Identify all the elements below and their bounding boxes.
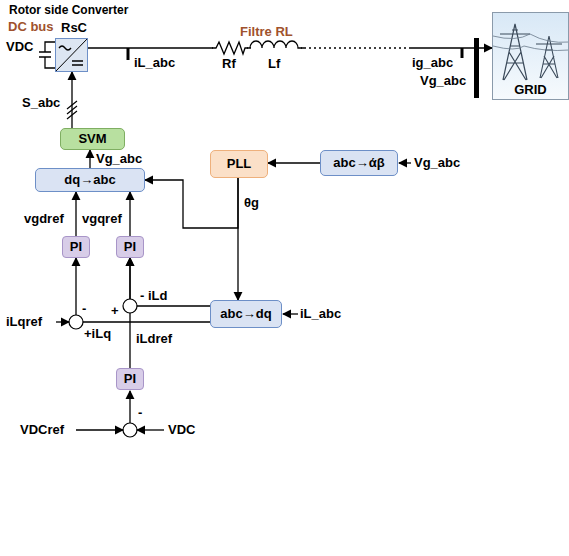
line-mask bbox=[304, 46, 410, 50]
block-title: abc→dq bbox=[220, 307, 271, 321]
signal-connector bbox=[237, 178, 238, 300]
current-probe bbox=[127, 48, 130, 60]
signal-connector bbox=[130, 258, 210, 306]
block-title: PI bbox=[124, 372, 136, 386]
transform-block: dq→abc bbox=[35, 168, 145, 192]
input-arrow bbox=[56, 321, 69, 322]
svm-block: SVM bbox=[60, 128, 125, 150]
signal-connector bbox=[75, 192, 76, 236]
converter-fill bbox=[55, 38, 88, 72]
sign-label: θg bbox=[244, 196, 259, 210]
signal-connector bbox=[129, 192, 130, 236]
input-arrow bbox=[399, 162, 411, 163]
input-arrow bbox=[137, 429, 164, 430]
resistor-mask bbox=[213, 41, 247, 55]
pi-controller: PI bbox=[116, 368, 144, 390]
dotted-line bbox=[304, 47, 410, 48]
signal-label: Vg_abc bbox=[96, 152, 142, 166]
current-probe bbox=[461, 48, 464, 58]
transform-block: abc→άβ bbox=[320, 150, 398, 176]
signal-label: iL_abc bbox=[134, 56, 175, 70]
sign-label: Lf bbox=[268, 57, 280, 71]
grid-sky bbox=[493, 13, 569, 99]
resistor-symbol bbox=[212, 42, 248, 54]
grid-box: GRID bbox=[492, 12, 569, 100]
dc-symbol bbox=[72, 61, 83, 65]
signal-label: VDC bbox=[6, 40, 33, 54]
signal-connector bbox=[268, 162, 320, 163]
block-title: PI bbox=[124, 240, 136, 254]
sum-junction bbox=[69, 315, 83, 329]
signal-label: Filtre RL bbox=[240, 25, 293, 39]
sum-junction bbox=[123, 423, 137, 437]
sign-label: Rf bbox=[222, 57, 236, 71]
inductor-mask bbox=[251, 38, 301, 50]
sum-junction bbox=[123, 299, 137, 313]
signal-connector bbox=[76, 258, 210, 322]
signal-label: VDCref bbox=[20, 423, 64, 437]
voltage-probe bbox=[474, 38, 479, 98]
pll-block: PLL bbox=[210, 150, 268, 178]
pylon bbox=[500, 24, 530, 80]
pi-controller: PI bbox=[62, 236, 90, 258]
signal-connector bbox=[145, 178, 238, 228]
inductor-symbol bbox=[250, 41, 302, 48]
input-arrow bbox=[129, 391, 130, 423]
ac-symbol bbox=[59, 46, 71, 50]
block-title: GRID bbox=[514, 83, 547, 97]
power-lines bbox=[493, 34, 569, 51]
block-title: PLL bbox=[227, 157, 252, 171]
block-title: abc→άβ bbox=[333, 156, 384, 170]
capacitor-symbol bbox=[39, 42, 55, 68]
bus-slashes bbox=[67, 101, 77, 119]
converter-box: Rotor side ConverterRsC bbox=[55, 38, 88, 72]
signal-label: +iLq bbox=[84, 327, 111, 341]
input-arrow bbox=[283, 313, 298, 314]
signal-label: S_abc bbox=[22, 96, 60, 110]
signal-label: Vg_abc bbox=[414, 156, 460, 170]
signal-label: VDC bbox=[168, 423, 195, 437]
signal-label: vgqref bbox=[82, 212, 122, 226]
signal-label: iLdref bbox=[136, 332, 172, 346]
block-title: Rotor side Converter bbox=[9, 4, 128, 17]
block-title: dq→abc bbox=[64, 173, 115, 187]
signal-label: DC bus bbox=[8, 20, 54, 34]
signal-label: ig_abc bbox=[412, 56, 453, 70]
block-title: PI bbox=[70, 240, 82, 254]
sign-label: + bbox=[111, 304, 119, 318]
signal-label: iL_abc bbox=[300, 307, 341, 321]
converter-diagonal bbox=[55, 38, 88, 72]
signal-label: iLqref bbox=[6, 315, 42, 329]
pi-controller: PI bbox=[116, 236, 144, 258]
sign-label: - bbox=[138, 406, 142, 420]
signal-label: - iLd bbox=[140, 289, 167, 303]
block-title: SVM bbox=[78, 132, 106, 146]
sign-label: - bbox=[82, 302, 86, 316]
signal-connector bbox=[71, 72, 72, 128]
signal-label: Vg_abc bbox=[420, 74, 466, 88]
input-arrow bbox=[76, 429, 123, 430]
signal-connector bbox=[89, 150, 90, 168]
signal-label: vgdref bbox=[24, 212, 64, 226]
block-subtitle: RsC bbox=[61, 21, 87, 35]
transform-block: abc→dq bbox=[210, 300, 282, 328]
